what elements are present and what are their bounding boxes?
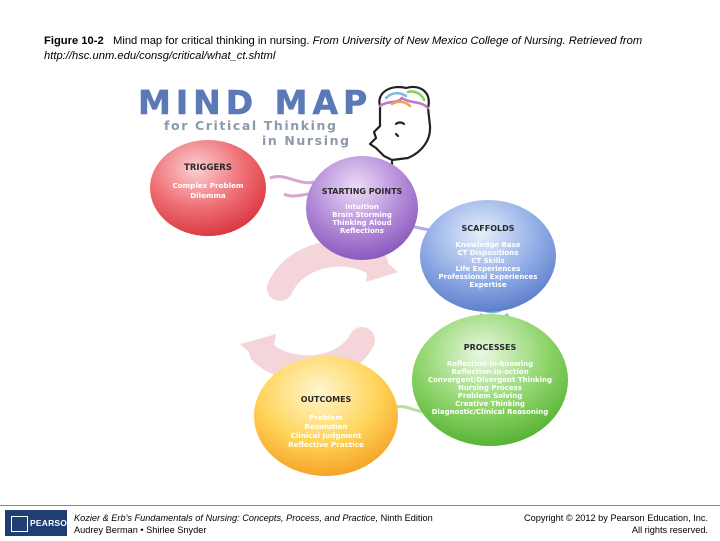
node-scaffolds-item: Professional Experiences xyxy=(439,273,538,281)
mind-map-diagram: MIND MAP for Critical Thinking in Nursin… xyxy=(138,83,568,476)
footer-book-info: Kozier & Erb's Fundamentals of Nursing: … xyxy=(74,512,433,536)
node-outcomes: OUTCOMES Problem Resolution Clinical Jud… xyxy=(254,356,398,476)
footer-authors: Audrey Berman • Shirlee Snyder xyxy=(74,525,207,535)
node-processes-item: Convergent/Divergent Thinking xyxy=(428,376,552,384)
mind-map-subtitle-line2: in Nursing xyxy=(262,133,351,148)
node-outcomes-item: Reflective Practice xyxy=(288,440,364,449)
node-processes-item: Nursing Process xyxy=(458,384,522,392)
node-outcomes-item: Problem xyxy=(309,413,343,422)
node-outcomes-item: Resolution xyxy=(304,422,347,431)
node-triggers-title: TRIGGERS xyxy=(184,163,232,173)
node-triggers-item: Complex Problem xyxy=(172,181,243,190)
node-starting-points-item: Thinking Aloud xyxy=(332,219,391,227)
mind-map-subtitle-line1: for Critical Thinking xyxy=(164,118,338,133)
node-processes-item: Reflection-in-knowing xyxy=(447,360,533,368)
mind-map-title: MIND MAP xyxy=(138,83,372,122)
figure-label: Figure 10-2 xyxy=(44,35,104,47)
node-processes-item: Creative Thinking xyxy=(455,400,525,408)
footer-copyright: Copyright © 2012 by Pearson Education, I… xyxy=(524,512,708,536)
node-scaffolds-item: CT Dispositions xyxy=(458,249,519,257)
slide-footer: PEARSON Kozier & Erb's Fundamentals of N… xyxy=(0,505,720,541)
node-outcomes-item: Clinical Judgment xyxy=(291,431,362,440)
node-scaffolds-item: Expertise xyxy=(469,281,506,289)
figure-caption: Figure 10-2 Mind map for critical thinki… xyxy=(44,34,684,64)
background-arrow-head-2 xyxy=(240,334,276,370)
background-cycle-arrows xyxy=(249,240,388,382)
footer-edition: Ninth Edition xyxy=(380,513,433,523)
node-processes-item: Diagnostic/Clinical Reasoning xyxy=(432,408,549,416)
node-processes-title: PROCESSES xyxy=(464,343,517,352)
pearson-logo-text: PEARSON xyxy=(30,518,74,528)
footer-rights: All rights reserved. xyxy=(631,525,708,535)
thinking-head-icon xyxy=(368,85,432,172)
node-scaffolds-item: CT Skills xyxy=(471,257,504,265)
node-processes-item: Problem Solving xyxy=(458,392,523,400)
node-scaffolds-item: Life Experiences xyxy=(456,265,521,273)
node-scaffolds: SCAFFOLDS Knowledge Base CT Dispositions… xyxy=(420,200,556,312)
node-processes-item: Reflection-in-action xyxy=(451,368,528,376)
node-starting-points-item: Brain Storming xyxy=(332,211,392,219)
node-starting-points-title: STARTING POINTS xyxy=(322,187,403,196)
footer-copyright-line: Copyright © 2012 by Pearson Education, I… xyxy=(524,513,708,523)
node-triggers: TRIGGERS Complex Problem Dilemma xyxy=(150,140,266,236)
footer-book-title: Kozier & Erb's Fundamentals of Nursing: … xyxy=(74,513,379,523)
figure-description: Mind map for critical thinking in nursin… xyxy=(113,35,310,47)
node-triggers-item: Dilemma xyxy=(190,191,226,200)
node-processes: PROCESSES Reflection-in-knowing Reflecti… xyxy=(412,314,568,446)
node-scaffolds-title: SCAFFOLDS xyxy=(461,224,514,233)
node-starting-points: STARTING POINTS Intuition Brain Storming… xyxy=(306,156,418,260)
node-starting-points-item: Intuition xyxy=(345,203,379,211)
node-outcomes-title: OUTCOMES xyxy=(301,395,352,404)
figure-source: From University of New Mexico College of… xyxy=(44,35,643,62)
node-starting-points-item: Reflections xyxy=(340,227,384,235)
pearson-logo: PEARSON xyxy=(5,510,73,536)
node-scaffolds-item: Knowledge Base xyxy=(455,241,520,249)
pearson-logo-icon xyxy=(11,516,28,532)
